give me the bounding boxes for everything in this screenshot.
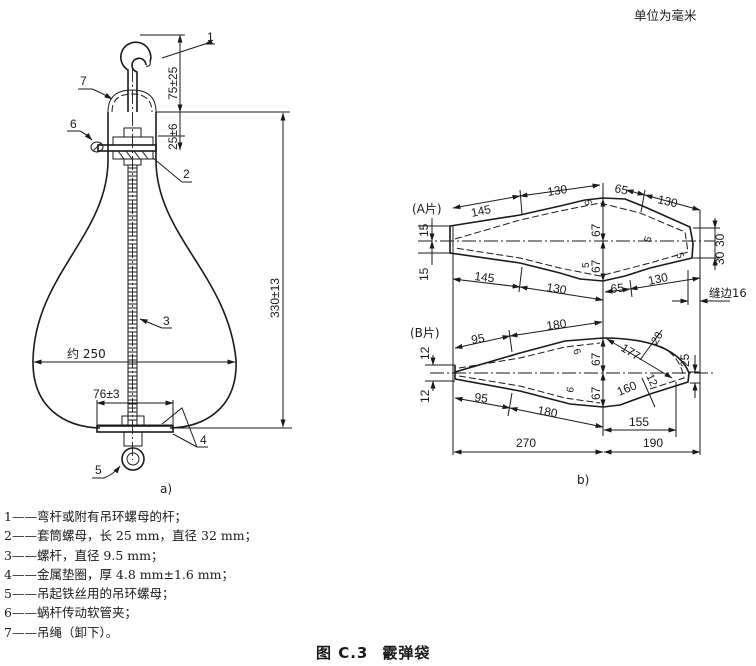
dim-b-radius-177: 177 (618, 341, 643, 364)
svg-text:2: 2 (183, 167, 190, 181)
legend-item: 4——金属垫圈，厚 4.8 mm±1.6 mm； (4, 566, 235, 582)
dim-b-upper-180: 180 (545, 316, 567, 333)
piece-a-outline (418, 197, 715, 282)
eye-nut (121, 447, 145, 471)
dim-a-lower-65: 65 (610, 281, 625, 296)
callout-6: 6 (67, 117, 93, 141)
svg-text:3: 3 (163, 314, 170, 328)
dim-width: 约 250 (67, 346, 106, 361)
dim-a-upper-130: 130 (546, 182, 568, 199)
dim-a-seam-5-2: 5 (642, 235, 654, 244)
dim-a-seam-5-3: 5 (581, 262, 592, 268)
svg-text:4: 4 (200, 433, 207, 447)
dim-b-left-12-top: 12 (418, 346, 432, 360)
dim-b-mid-67-bottom: 67 (589, 386, 603, 400)
legend-item: 6——蜗杆传动软管夹； (4, 605, 137, 621)
dim-a-right-30-top: 30 (713, 233, 727, 247)
svg-text:5: 5 (95, 463, 102, 477)
dim-a-mid-67-bottom: 67 (589, 259, 603, 273)
piece-b-outline (430, 337, 715, 408)
dim-b-left-12-bottom: 12 (418, 389, 432, 403)
legend-item: 1——弯杆或附有吊环螺母的杆； (4, 509, 187, 524)
legend-item: 2——套筒螺母，长 25 mm，直径 32 mm； (4, 528, 258, 544)
dim-washer-width: 76±3 (93, 387, 120, 401)
socket-nut (112, 136, 154, 146)
dim-a-upper-65: 65 (613, 181, 629, 198)
dim-b-mid-67-top: 67 (589, 352, 603, 366)
callout-7: 7 (78, 74, 113, 100)
piece-a-label: (A片) (412, 202, 442, 216)
dim-b-190: 190 (643, 436, 663, 450)
unit-note: 单位为毫米 (634, 8, 697, 23)
figure-b-patterns: (A片) 145 130 65 130 145 130 65 130 15 (410, 181, 747, 487)
dim-a-mid-67-top: 67 (589, 223, 603, 237)
legend-item: 5——吊起铁丝用的吊环螺母； (4, 586, 175, 602)
dim-hook-height: 75±25 (166, 66, 180, 100)
seam-allowance-label: 缝边16 (709, 286, 747, 300)
dim-a-seam-5-4: 5 (673, 251, 685, 260)
dim-a-left-15-top: 15 (417, 223, 431, 237)
caption-number: 图 C.3 (316, 644, 369, 662)
dim-a-right-30-bottom: 30 (713, 251, 727, 265)
dim-b-seam-6-bottom: 6 (565, 386, 577, 394)
dim-a-lower-130b: 130 (647, 270, 670, 288)
legend-item: 7——吊绳（卸下）。 (4, 624, 119, 640)
callout-3: 3 (139, 314, 172, 329)
dim-b-right-25: 25 (678, 353, 692, 367)
callout-2: 2 (152, 157, 192, 183)
dim-b-upper-95: 95 (470, 331, 486, 347)
bottom-nut (121, 415, 145, 426)
metal-washer (96, 425, 174, 433)
svg-text:6: 6 (70, 117, 77, 131)
dim-a-left-15-bottom: 15 (417, 267, 431, 281)
callout-4: 4 (161, 407, 208, 448)
dim-b-seam-6-top: 6 (570, 347, 582, 356)
svg-text:7: 7 (80, 74, 87, 88)
dim-b-lower-180: 180 (536, 403, 558, 420)
caption-title: 霰弹袋 (382, 644, 431, 662)
figure-caption: 图 C.3 霰弹袋 (316, 642, 444, 663)
dim-a-upper-130b: 130 (656, 192, 679, 210)
dim-a-lower-145: 145 (474, 269, 496, 285)
dim-b-270: 270 (516, 436, 536, 450)
dim-b-155: 155 (629, 415, 649, 429)
dim-total-height: 330±13 (268, 278, 282, 318)
dim-a-seam-5-1: 5 (581, 198, 593, 207)
svg-text:1: 1 (207, 30, 214, 44)
legend-item: 3——螺杆，直径 9.5 mm； (4, 547, 164, 563)
parts-legend: 1——弯杆或附有吊环螺母的杆； 2——套筒螺母，长 25 mm，直径 32 mm… (4, 507, 257, 642)
dim-b-offset-12: 12 (643, 372, 659, 388)
hose-clamp-screw (90, 141, 104, 153)
figure-a-label: a) (160, 482, 172, 496)
rope (111, 93, 153, 113)
hook (120, 41, 152, 112)
figure-b-label: b) (577, 473, 589, 487)
dim-b-radius-160: 160 (615, 378, 639, 399)
dim-a-lower-130: 130 (546, 280, 568, 297)
piece-b-label: (B片) (410, 326, 440, 340)
dim-nut-gap: 25±6 (166, 123, 180, 150)
bag-outline (32, 112, 237, 429)
clamp-band (97, 144, 157, 152)
dim-a-upper-145: 145 (470, 202, 493, 220)
dim-b-lower-95: 95 (474, 390, 489, 406)
callout-1: 1 (161, 30, 215, 59)
dim-b-offset-28: 28 (649, 330, 666, 347)
figure-a-shot-bag: 75±25 25±6 330±13 约 250 76±3 1 7 6 2 (32, 30, 292, 496)
callout-5: 5 (92, 463, 121, 479)
